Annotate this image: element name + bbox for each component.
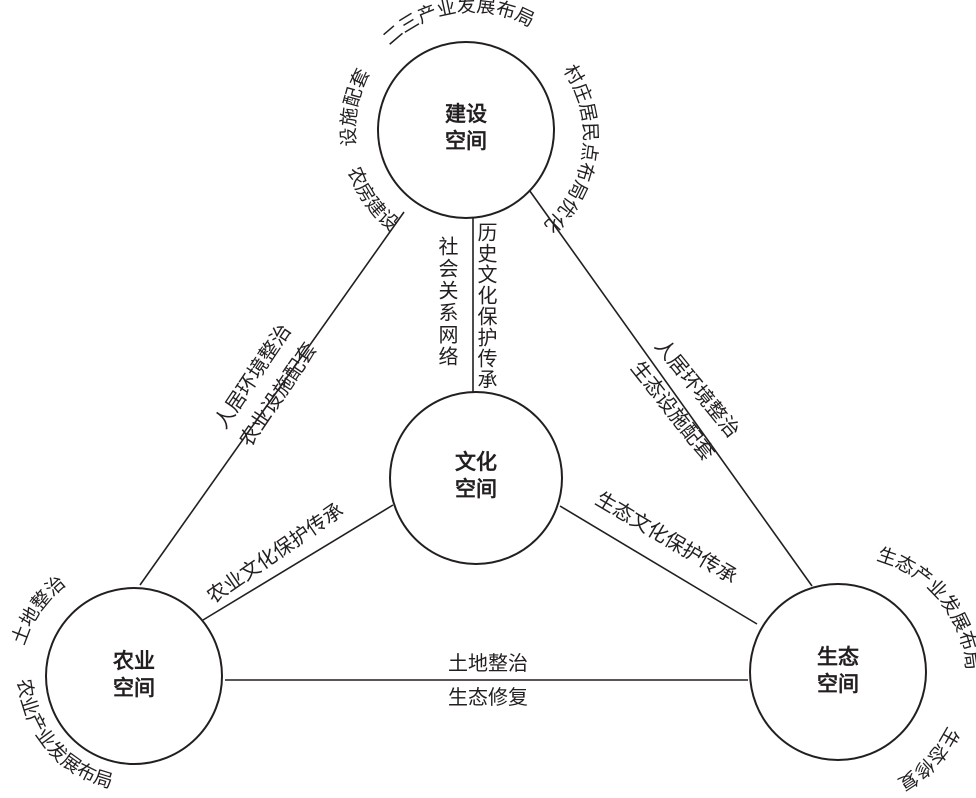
construction-space-circle	[377, 41, 555, 219]
ecology-label-line2: 空间	[817, 672, 859, 696]
edge-label-land-consolidation: 土地整治	[448, 651, 528, 675]
edge-construction-ecology	[526, 186, 813, 587]
agriculture-space-circle	[45, 587, 223, 765]
agriculture-label-line1: 农业	[112, 649, 155, 673]
arc-label-construction-left: 设施配套	[338, 65, 375, 147]
ecology-label-line1: 生态	[817, 645, 859, 669]
culture-space-circle	[389, 391, 563, 565]
edge-ecology-culture	[559, 505, 758, 625]
arc-label-ecology-bottom: 生态修复	[894, 724, 963, 795]
construction-label-line1: 建设	[445, 102, 487, 126]
ecology-space-circle	[749, 583, 927, 761]
agriculture-label-line2: 空间	[113, 676, 155, 700]
construction-label-line2: 空间	[445, 129, 487, 153]
culture-label-line2: 空间	[455, 477, 497, 501]
edge-label-eco-restoration: 生态修复	[448, 685, 528, 709]
edge-construction-agriculture	[139, 211, 405, 586]
edge-label-agri-culture: 农业文化保护传承	[202, 498, 348, 608]
edge-label-social-network: 社会关系网络	[435, 236, 459, 368]
edge-agriculture-culture	[202, 504, 394, 621]
culture-label-line1: 文化	[455, 450, 497, 474]
edge-label-heritage: 历史文化保护传承	[474, 222, 498, 390]
